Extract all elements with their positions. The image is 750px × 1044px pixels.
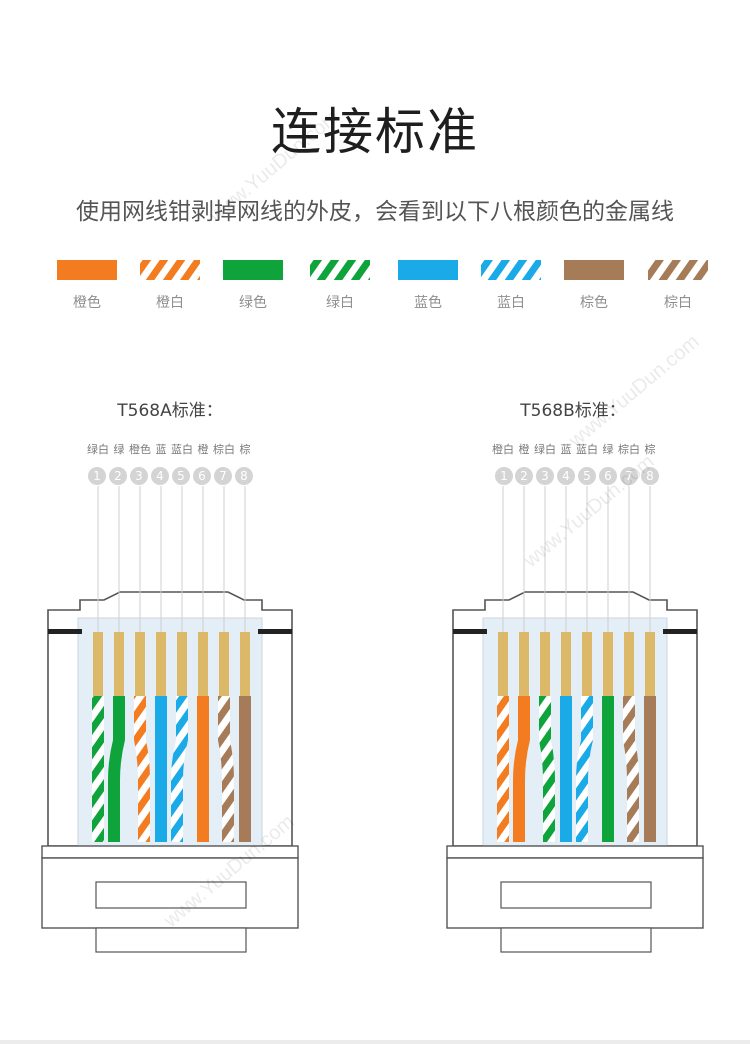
- wire-7: [623, 696, 639, 842]
- swatch-striped-5: [481, 260, 541, 280]
- pin-color-label: 棕白: [618, 443, 640, 456]
- pin-number-badge: 7: [214, 467, 232, 485]
- pin-color-label: 蓝白: [171, 443, 193, 456]
- swatch-label: 橙色: [73, 295, 101, 311]
- swatch-label: 蓝白: [497, 295, 525, 311]
- pin-number-badge: 1: [88, 467, 106, 485]
- swatch-striped-7: [648, 260, 708, 280]
- wire-1: [92, 696, 104, 842]
- gold-contact: [198, 632, 208, 696]
- gold-contact: [540, 632, 550, 696]
- wire-5: [576, 696, 593, 842]
- pin-number-badge: 5: [578, 467, 596, 485]
- gold-contact: [582, 632, 592, 696]
- wire-4: [560, 696, 572, 842]
- wire-1: [497, 696, 509, 842]
- pin-color-label: 蓝: [155, 443, 167, 456]
- pin-color-label: 绿白: [534, 443, 556, 456]
- swatch-striped-1: [140, 260, 200, 280]
- pin-number-badge: 4: [151, 467, 169, 485]
- gold-contact: [645, 632, 655, 696]
- standard-title: T568B标准：: [520, 401, 626, 421]
- pin-color-label: 橙白: [492, 443, 514, 456]
- gold-contact: [114, 632, 124, 696]
- swatch-solid-6: [564, 260, 624, 280]
- wire-5: [171, 696, 188, 842]
- pin-color-label: 蓝白: [576, 443, 598, 456]
- pin-color-label: 蓝: [560, 443, 572, 456]
- gold-contact: [177, 632, 187, 696]
- wire-8: [644, 696, 656, 842]
- pin-number-badge: 7: [620, 467, 638, 485]
- wire-8: [239, 696, 251, 842]
- pin-number-badge: 8: [235, 467, 253, 485]
- swatch-label: 棕白: [664, 295, 692, 311]
- pin-color-label: 橙: [518, 443, 530, 456]
- pin-number-badge: 4: [557, 467, 575, 485]
- cable-jacket: [95, 927, 247, 953]
- swatch-striped-3: [310, 260, 370, 280]
- pin-number-badge: 5: [172, 467, 190, 485]
- swatch-label: 绿白: [326, 295, 354, 311]
- pin-number-badge: 1: [495, 467, 513, 485]
- pin-color-label: 橙: [197, 443, 209, 456]
- gold-contact: [519, 632, 529, 696]
- wire-2: [108, 696, 125, 842]
- gold-contact: [219, 632, 229, 696]
- wire-3: [539, 696, 555, 842]
- wire-6: [197, 696, 209, 842]
- pin-color-label: 棕: [239, 443, 251, 456]
- swatch-solid-4: [398, 260, 458, 280]
- pin-number-badge: 3: [130, 467, 148, 485]
- pin-color-label: 绿白: [87, 443, 109, 456]
- swatch-label: 蓝色: [414, 295, 442, 311]
- gold-contact: [624, 632, 634, 696]
- wire-7: [218, 696, 234, 842]
- connector-housing: [482, 617, 668, 847]
- pin-number-badge: 6: [599, 467, 617, 485]
- wire-6: [602, 696, 614, 842]
- gold-contact: [93, 632, 103, 696]
- swatch-solid-0: [57, 260, 117, 280]
- page-subtitle: 使用网线钳剥掉网线的外皮，会看到以下八根颜色的金属线: [76, 199, 674, 225]
- gold-contact: [135, 632, 145, 696]
- connector-t568b: [446, 486, 704, 953]
- pin-color-label: 绿: [602, 443, 614, 456]
- pin-number-badge: 3: [536, 467, 554, 485]
- standard-title: T568A标准：: [117, 401, 223, 421]
- wire-4: [155, 696, 167, 842]
- swatch-label: 橙白: [156, 295, 184, 311]
- pin-number-badge: 8: [641, 467, 659, 485]
- page-title: 连接标准: [271, 103, 479, 161]
- pin-number-badge: 2: [109, 467, 127, 485]
- swatch-label: 绿色: [239, 295, 267, 311]
- gold-contact: [156, 632, 166, 696]
- pin-color-label: 绿: [113, 443, 125, 456]
- connector-housing: [77, 617, 263, 847]
- pin-color-label: 棕: [644, 443, 656, 456]
- wire-2: [513, 696, 530, 842]
- pin-number-badge: 6: [193, 467, 211, 485]
- swatch-solid-2: [223, 260, 283, 280]
- pin-color-label: 橙色: [129, 443, 151, 456]
- gold-contact: [498, 632, 508, 696]
- gold-contact: [240, 632, 250, 696]
- wire-3: [134, 696, 150, 842]
- cable-jacket: [500, 927, 652, 953]
- swatch-label: 棕色: [580, 295, 608, 311]
- bottom-divider: [0, 1040, 750, 1044]
- gold-contact: [603, 632, 613, 696]
- gold-contact: [561, 632, 571, 696]
- connector-t568a: [41, 486, 299, 953]
- pin-number-badge: 2: [515, 467, 533, 485]
- pin-color-label: 棕白: [213, 443, 235, 456]
